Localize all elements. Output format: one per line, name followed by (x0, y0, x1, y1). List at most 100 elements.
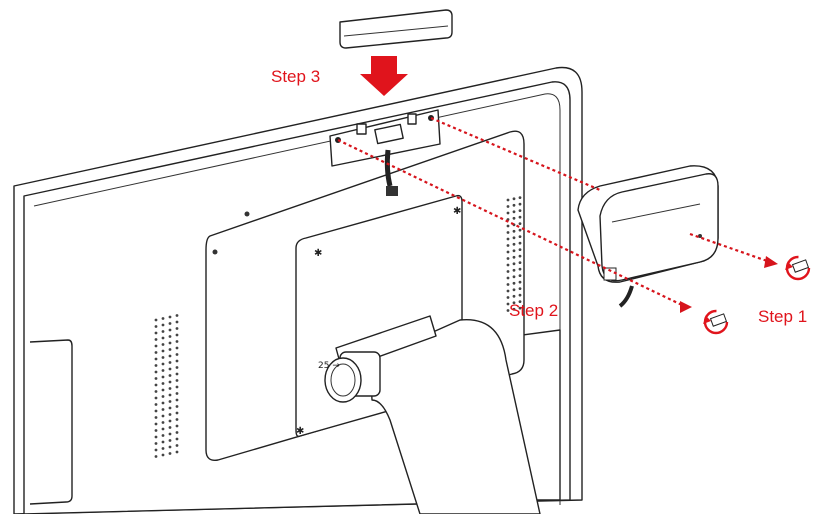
grille-hole (154, 403, 158, 406)
grille-hole (161, 427, 165, 431)
grille-hole (512, 255, 516, 259)
grille-hole (161, 375, 165, 379)
grille-hole (506, 257, 510, 260)
grille-hole (506, 211, 510, 215)
grille-hole (175, 392, 179, 395)
grille-hole (154, 370, 158, 374)
grille-hole (518, 254, 522, 258)
grille-hole (512, 288, 516, 292)
grille-hole (506, 309, 510, 312)
grille-hole (175, 320, 179, 324)
grille-hole (168, 341, 172, 345)
left-grille (154, 314, 179, 458)
grille-hole (154, 318, 158, 322)
grille-hole (175, 327, 179, 330)
grille-hole (161, 440, 165, 444)
grille-hole (168, 439, 172, 442)
svg-text:25 →: 25 → (318, 361, 340, 371)
grille-hole (154, 416, 158, 419)
grille-hole (154, 344, 158, 348)
top-cover (339, 9, 453, 49)
grille-hole (161, 356, 165, 359)
grille-hole (175, 379, 179, 382)
grille-hole (175, 333, 179, 337)
grille-hole (518, 202, 522, 206)
grille-hole (161, 330, 165, 333)
grille-hole (168, 452, 172, 455)
grille-hole (506, 231, 510, 234)
grille-hole (512, 197, 516, 201)
grille-hole (518, 293, 522, 297)
grille-hole (512, 236, 516, 240)
grille-hole (518, 235, 522, 239)
grille-hole (154, 357, 158, 361)
grille-hole (161, 349, 165, 353)
grille-hole (175, 353, 179, 356)
grille-hole (512, 210, 516, 214)
step-3-label: Step 3 (271, 67, 320, 86)
guide-lines (337, 116, 778, 313)
grille-hole (512, 249, 516, 253)
grille-hole (518, 228, 522, 232)
grille-hole (175, 411, 179, 415)
grille-hole (506, 289, 510, 293)
screw-rotate-icon (785, 255, 811, 281)
grille-hole (154, 331, 158, 335)
grille-hole (512, 203, 516, 207)
grille-hole (168, 445, 172, 449)
grille-hole (154, 429, 158, 432)
grille-hole (175, 450, 179, 454)
grille-hole (161, 414, 165, 418)
grille-hole (512, 229, 516, 233)
grille-hole (518, 300, 522, 303)
grille-hole (518, 274, 522, 277)
grille-hole (161, 434, 165, 437)
grille-hole (154, 351, 158, 354)
grille-hole (518, 209, 522, 213)
grille-hole (168, 413, 172, 416)
grille-hole (175, 346, 179, 350)
grille-hole (161, 395, 165, 398)
grille-hole (175, 372, 179, 376)
grille-hole (154, 338, 158, 341)
grille-hole (512, 301, 516, 305)
grille-hole (168, 315, 172, 319)
grille-hole (506, 198, 510, 202)
grille-hole (154, 409, 158, 413)
grille-hole (154, 442, 158, 445)
grille-hole (154, 383, 158, 387)
grille-hole (518, 280, 522, 284)
grille-hole (506, 250, 510, 254)
grille-hole (506, 205, 510, 208)
grille-hole (512, 216, 516, 220)
grille-hole (506, 263, 510, 267)
grille-hole (161, 317, 165, 320)
grille-hole (512, 307, 516, 311)
grille-hole (168, 335, 172, 338)
grille-hole (168, 426, 172, 429)
down-arrow-icon (360, 56, 408, 96)
grille-hole (154, 435, 158, 439)
grille-hole (506, 270, 510, 273)
grille-hole (168, 400, 172, 403)
side-module (577, 165, 719, 308)
grille-hole (175, 424, 179, 428)
grille-hole (168, 348, 172, 351)
grille-hole (168, 322, 172, 325)
grille-hole (518, 248, 522, 252)
grille-hole (518, 222, 522, 226)
grille-hole (175, 340, 179, 343)
svg-text:✱: ✱ (453, 206, 461, 217)
grille-hole (175, 437, 179, 441)
grille-hole (518, 306, 522, 310)
right-grille (506, 196, 522, 312)
grille-hole (518, 267, 522, 271)
grille-hole (161, 382, 165, 385)
grille-hole (506, 296, 510, 299)
svg-text:✱: ✱ (296, 426, 304, 437)
grille-hole (154, 448, 158, 452)
grille-hole (518, 215, 522, 219)
grille-hole (161, 369, 165, 372)
grille-hole (168, 354, 172, 358)
